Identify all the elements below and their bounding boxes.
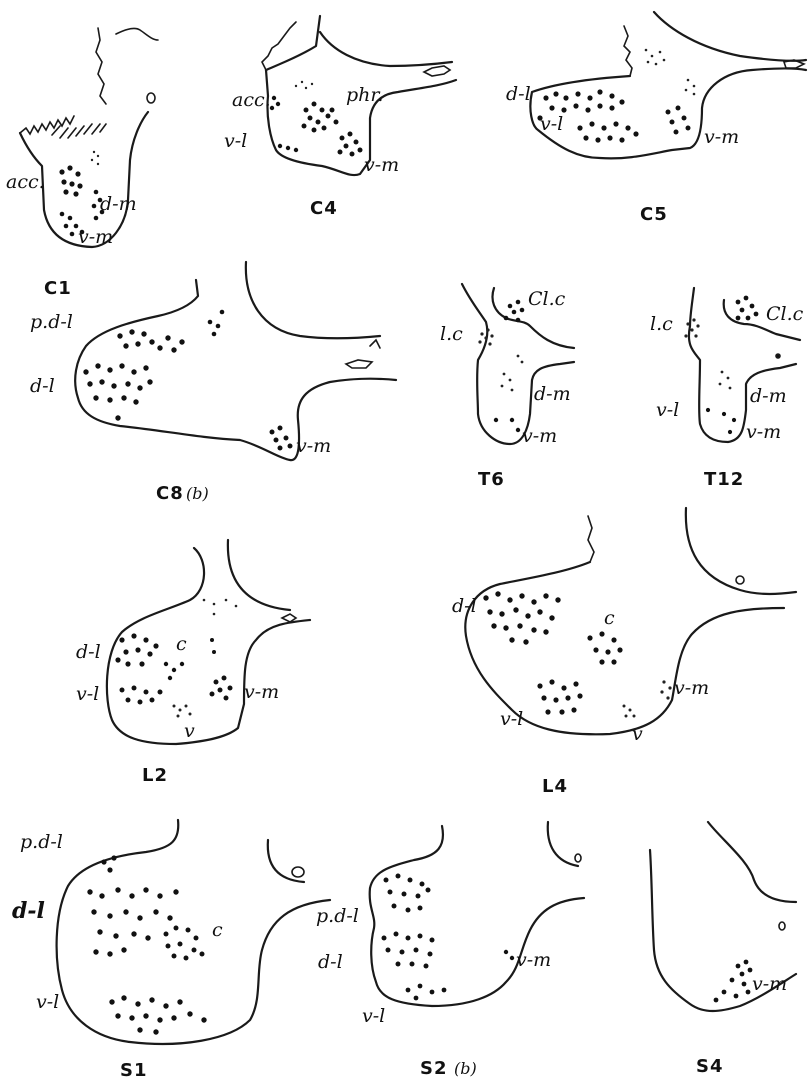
cell-group-acc <box>59 165 82 196</box>
label-l-c-t6: l.c <box>440 323 463 345</box>
label-v-m-t12: v-m <box>746 421 781 443</box>
section-l2: d-l c v-l v-m v L2 <box>76 540 310 786</box>
label-cl-c-t12: Cl.c <box>766 303 804 325</box>
label-l-c-t12: l.c <box>650 313 673 335</box>
cell-group-v-l-s1 <box>109 995 206 1034</box>
cell-group-cl-c-t12 <box>736 296 759 321</box>
label-acc-c4: acc. <box>232 89 271 111</box>
cell-group-v-m-s2 <box>504 950 514 960</box>
cell-group-c-s1 <box>164 926 205 961</box>
cell-group-c-l2 <box>164 662 184 680</box>
cell-group-v-m-s4 <box>714 960 753 1003</box>
label-v-m: v-m <box>78 226 113 248</box>
section-t12: Cl.c l.c d-m v-l v-m T12 <box>650 288 804 490</box>
label-v-l4: v <box>632 723 643 745</box>
section-c8: p.d-l d-l v-m C8 (b) <box>30 262 396 504</box>
label-d-m-t12: d-m <box>750 385 787 407</box>
caption-c5: C5 <box>640 204 668 225</box>
caption-c8-note: (b) <box>186 484 209 503</box>
label-p-d-l-s2: p.d-l <box>316 905 359 927</box>
section-s2: p.d-l d-l v-l v-m S2 (b) <box>316 822 584 1079</box>
caption-t6: T6 <box>478 469 505 490</box>
cell-group-v-m-c4 <box>338 132 363 157</box>
cell-group-d-l-l4 <box>483 591 560 644</box>
cell-group-v-l-s2 <box>406 984 447 1001</box>
label-v-m-l2: v-m <box>244 681 279 703</box>
cell-group-v-l2 <box>173 705 192 718</box>
label-d-l-s1: d-l <box>12 898 45 924</box>
cell-group-upper-c8 <box>208 310 225 337</box>
cell-group-cl-c-t6 <box>504 300 525 323</box>
cell-group-v-m-l4 <box>660 680 671 699</box>
section-t6: Cl.c l.c d-m v-m T6 <box>440 284 574 490</box>
section-s4: v-m S4 <box>650 822 796 1077</box>
cell-group-v-l-c5 <box>577 121 638 142</box>
cell-group-p-d-l-c8 <box>117 329 184 352</box>
cell-group-v-l-l2 <box>120 686 163 705</box>
cell-group-d-l-s2 <box>382 932 435 969</box>
section-c5: d-l v-l v-m C5 <box>506 12 806 225</box>
cell-group-v-m-c5 <box>666 106 691 135</box>
label-d-l-l2: d-l <box>76 641 101 663</box>
label-v-m-c5: v-m <box>704 126 739 148</box>
label-p-d-l-c8: p.d-l <box>30 311 73 333</box>
cell-group-v-l4 <box>623 705 636 718</box>
cell-group-d-l-s1 <box>87 887 178 956</box>
label-d-l-c5: d-l <box>506 83 531 105</box>
label-v-l-l4: v-l <box>500 708 523 730</box>
label-v-l-s2: v-l <box>362 1005 385 1027</box>
cell-group-v-m-l2 <box>210 676 233 701</box>
label-phr: phr. <box>346 84 383 106</box>
label-v-l-l2: v-l <box>76 683 99 705</box>
cell-group-v-l-l4 <box>537 679 582 714</box>
label-v-m-l4: v-m <box>674 677 709 699</box>
caption-s4: S4 <box>696 1056 724 1077</box>
label-v-m-t6: v-m <box>522 425 557 447</box>
section-c1: acc. d-m v-m C1 <box>6 28 158 299</box>
label-acc: acc. <box>6 171 45 193</box>
caption-c8: C8 <box>156 483 184 504</box>
label-cl-c-t6: Cl.c <box>528 288 566 310</box>
label-d-l-s2: d-l <box>318 951 343 973</box>
cell-group-v-l-c4 <box>278 144 298 152</box>
label-v-l2: v <box>184 720 195 742</box>
label-d-l-c8: d-l <box>30 375 55 397</box>
cell-group-v-m-c8 <box>270 426 293 451</box>
label-v-l-c5: v-l <box>540 113 563 135</box>
cell-group-phr <box>302 102 339 133</box>
section-s1: p.d-l d-l c v-l S1 <box>12 820 330 1081</box>
label-c-s1: c <box>212 919 223 941</box>
label-v-m-c4: v-m <box>364 154 399 176</box>
label-c-l2: c <box>176 633 187 655</box>
label-v-l-t12: v-l <box>656 399 679 421</box>
caption-s2: S2 <box>420 1058 448 1079</box>
label-d-m: d-m <box>100 193 137 215</box>
label-d-l-l4: d-l <box>452 595 477 617</box>
caption-t12: T12 <box>704 469 744 490</box>
caption-c4: C4 <box>310 198 338 219</box>
cell-group-acc-c4 <box>270 96 280 110</box>
cell-group-p-d-l-s2 <box>384 874 431 913</box>
caption-l2: L2 <box>142 765 168 786</box>
cell-group-d-l-l2 <box>115 633 158 666</box>
caption-l4: L4 <box>542 776 568 797</box>
label-v-l-c4: v-l <box>224 130 247 152</box>
label-p-d-l-s1: p.d-l <box>20 831 63 853</box>
cell-group-d-l-c8 <box>83 363 152 420</box>
label-v-m-s2: v-m <box>516 949 551 971</box>
label-d-m-t6: d-m <box>534 383 571 405</box>
caption-s1: S1 <box>120 1060 148 1081</box>
caption-s2-note: (b) <box>454 1059 477 1078</box>
section-c4: acc. phr. v-l v-m C4 <box>224 16 456 219</box>
label-c-l4: c <box>604 607 615 629</box>
cell-group-c-l4 <box>587 631 622 664</box>
caption-c1: C1 <box>44 278 72 299</box>
section-l4: d-l c v-l v-m v L4 <box>452 508 796 797</box>
cell-group-l-c-t12 <box>684 318 699 337</box>
label-v-m-c8: v-m <box>296 435 331 457</box>
label-v-l-s1: v-l <box>36 991 59 1013</box>
label-v-m-s4: v-m <box>752 973 787 995</box>
